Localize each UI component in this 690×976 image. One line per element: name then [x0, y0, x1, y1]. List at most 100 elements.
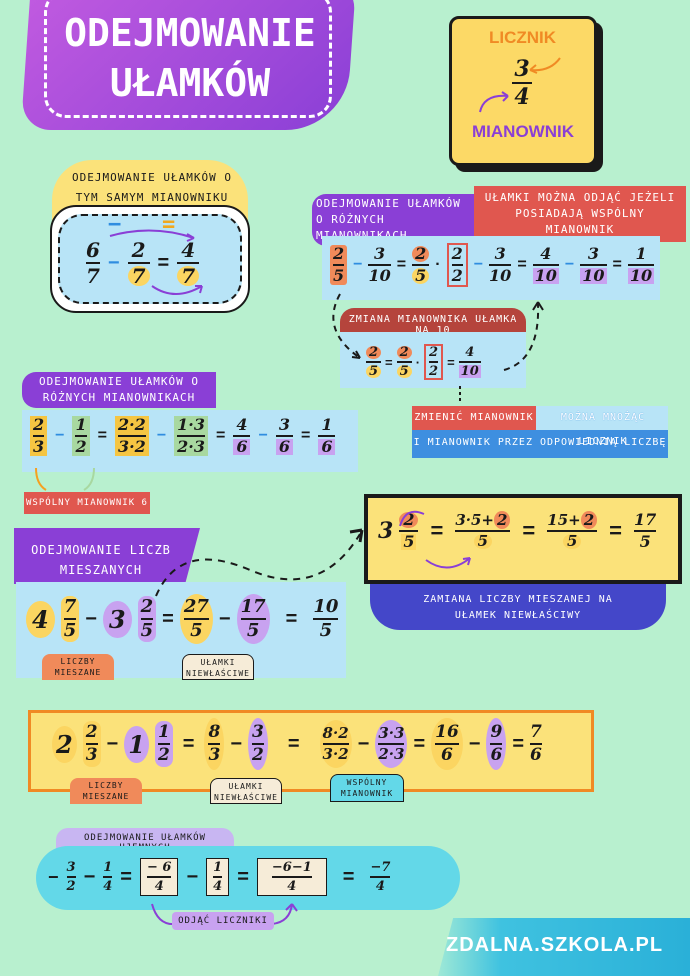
whole-number: 2	[52, 725, 77, 763]
mixed2-label-common: WSPÓLNY MIANOWNIK	[330, 774, 404, 802]
tip-rest: MOŻNA MNOŻĄC LICZNIK	[560, 412, 646, 447]
fraction-bar	[103, 876, 113, 878]
fraction-bar	[458, 361, 481, 363]
fraction-bar	[634, 530, 657, 532]
diff-den-b-arrows	[35, 467, 95, 491]
operator: −	[564, 256, 575, 273]
operator: −	[85, 607, 97, 630]
same-den-inner	[58, 214, 242, 304]
fraction-part: 3	[374, 244, 386, 263]
same-den-arrows	[109, 229, 203, 295]
tip-highlight: ZMIENIĆ MIANOWNIK	[412, 406, 536, 430]
mixed-heading: ODEJMOWANIE LICZB MIESZANYCH	[31, 543, 171, 577]
operator: −	[106, 732, 119, 755]
fraction-part: − 6	[146, 860, 172, 875]
fraction-part: 7	[127, 266, 150, 286]
fraction-part: 3	[66, 860, 76, 875]
operator: =	[609, 518, 623, 543]
whole-number: 3	[102, 600, 132, 638]
operator: −	[107, 251, 120, 274]
whole-number: 1	[124, 725, 149, 763]
conversion-arrows	[399, 510, 471, 569]
fraction-part: 4	[375, 879, 385, 894]
fraction-part: 8	[208, 722, 221, 742]
fraction-part: 6	[530, 745, 542, 765]
fraction-part: 5	[190, 620, 203, 641]
fraction-part: 2·2	[117, 415, 146, 434]
fraction-bar	[183, 618, 209, 620]
diff-den-b-heading: ODEJMOWANIE UŁAMKÓW O RÓŻNYCH MIANOWNIKA…	[22, 372, 216, 408]
fraction-part: 2	[366, 346, 382, 359]
fraction-part: 27	[183, 596, 209, 617]
fraction-bar	[313, 618, 339, 620]
fraction-bar	[627, 264, 655, 266]
mixed-label-mixed: LICZBY MIESZANE	[42, 654, 114, 680]
fraction-part: 2	[66, 879, 76, 894]
fraction-part: 1	[103, 860, 113, 875]
operator: =	[385, 354, 393, 370]
fraction-bar	[512, 82, 532, 84]
fraction-bar	[271, 876, 312, 878]
operator: −	[55, 427, 65, 444]
fraction-part: 2	[429, 364, 439, 379]
fraction-part: 4	[514, 84, 530, 110]
brand-logo[interactable]: ZDALNA.SZKOLA.PL	[446, 934, 664, 956]
fraction-bar	[177, 262, 200, 264]
diff-den-a-note: UŁAMKI MOŻNA ODJĄĆ JEŻELI POSIADAJĄ WSPÓ…	[474, 186, 686, 242]
fraction-part: 15+2	[547, 511, 598, 529]
fraction-part: 2	[252, 745, 264, 765]
operator: =	[300, 427, 311, 444]
operator: −	[258, 427, 268, 444]
operator: =	[287, 732, 300, 755]
conversion-card	[364, 494, 682, 584]
fraction-part: 7	[530, 722, 542, 742]
fraction-bar	[63, 618, 77, 620]
fraction-part: 3	[514, 56, 530, 82]
fraction-bar	[157, 743, 170, 745]
operator: =	[162, 607, 174, 630]
denominator-label: MIANOWNIK	[472, 122, 574, 141]
operator: =	[342, 865, 355, 888]
fraction-part: 2	[131, 238, 146, 262]
fraction-part: 10	[532, 266, 559, 285]
legend-card	[449, 16, 597, 166]
fraction-bar	[530, 743, 542, 745]
fraction-bar	[208, 743, 221, 745]
fraction-part: 3	[33, 437, 45, 456]
fraction-part: 3	[278, 415, 290, 434]
fraction-part: 3	[85, 745, 98, 765]
fraction-bar	[117, 435, 146, 437]
fraction-part: 2	[33, 415, 45, 434]
legend-arrows	[479, 57, 561, 113]
fraction-part: 2	[396, 346, 412, 359]
fraction-bar	[127, 262, 150, 264]
fraction-bar	[85, 743, 98, 745]
fraction-bar	[451, 264, 463, 266]
tip-line2: I MIANOWNIK PRZEZ ODPOWIEDNIĄ LICZBĘ	[413, 437, 667, 448]
operator: =	[285, 607, 298, 630]
mixed2-label-mixed: LICZBY MIESZANE	[70, 778, 142, 804]
operator: ·	[415, 354, 421, 370]
fraction-part: 10	[458, 364, 481, 379]
negative-strip	[36, 846, 460, 910]
whole-number: 4	[26, 600, 55, 638]
fraction-part: 1	[635, 244, 647, 263]
